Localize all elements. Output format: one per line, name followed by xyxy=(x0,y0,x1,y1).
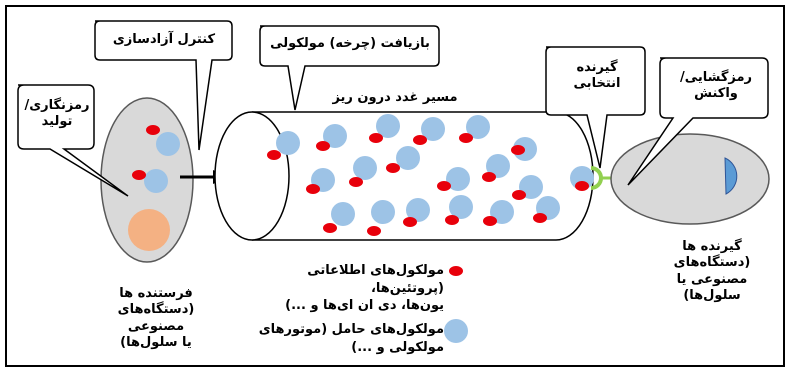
receiver-label-line1: گیرنده ها xyxy=(682,239,742,254)
callout-selective-receptor xyxy=(545,46,646,169)
sender-label-line1: فرستنده ها xyxy=(119,286,193,301)
legend-carrier-marker xyxy=(444,319,468,343)
sender-label-line2: (دستگاه‌های مصنوعی xyxy=(117,302,195,334)
sender-carrier-molecule xyxy=(156,132,180,156)
channel-title: مسیر غدد درون ریز xyxy=(332,90,458,105)
sender-info-molecule xyxy=(146,125,160,135)
legend-carrier-line1: مولکول‌های حامل (موتورهای xyxy=(258,322,444,337)
legend-info-line1: مولکول‌های اطلاعاتی (پروتئین‌ها، xyxy=(307,263,444,296)
legend-info: مولکول‌های اطلاعاتی (پروتئین‌ها، یون‌ها،… xyxy=(230,262,444,315)
callout-recycling xyxy=(259,25,440,111)
channel-molecules xyxy=(267,114,560,236)
callout-encoding xyxy=(17,84,129,197)
sender-carrier-molecule xyxy=(144,169,168,193)
sender-label: فرستنده ها (دستگاه‌های مصنوعی یا سلول‌ها… xyxy=(94,286,218,351)
legend-carrier-line2: مولکولی و ...) xyxy=(351,339,444,355)
legend-info-line2: یون‌ها، دی ان ای‌ها و ...) xyxy=(285,298,444,314)
selective-receptor-label: گیرنده انتخابی xyxy=(573,60,621,92)
receptor-info-molecule xyxy=(575,181,589,191)
legend-info-marker xyxy=(449,266,463,276)
sender-label-line3: یا سلول‌ها) xyxy=(120,334,192,350)
diagram-frame xyxy=(5,5,785,367)
sender-vesicle xyxy=(128,209,170,251)
channel-opening xyxy=(214,111,290,241)
sender-info-molecule xyxy=(132,170,146,180)
callout-release-control xyxy=(94,20,233,151)
receiver-label-line2: (دستگاه‌های xyxy=(673,255,751,271)
legend-carrier: مولکول‌های حامل (موتورهای مولکولی و ...) xyxy=(250,321,444,356)
release-control-label: کنترل آزادسازی xyxy=(112,32,216,47)
decoder-unit xyxy=(724,157,738,195)
callout-decoding xyxy=(627,57,769,186)
receiver-label-line3: مصنوعی یا سلول‌ها) xyxy=(676,271,748,303)
recycling-label: بازیافت (چرخه) مولکولی xyxy=(270,36,430,51)
decoding-label: رمزگشایی/ واکنش xyxy=(679,70,753,102)
encoding-label: رمزنگاری/ تولید xyxy=(24,98,90,130)
receiver-label: گیرنده ها (دستگاه‌های مصنوعی یا سلول‌ها) xyxy=(650,239,774,304)
